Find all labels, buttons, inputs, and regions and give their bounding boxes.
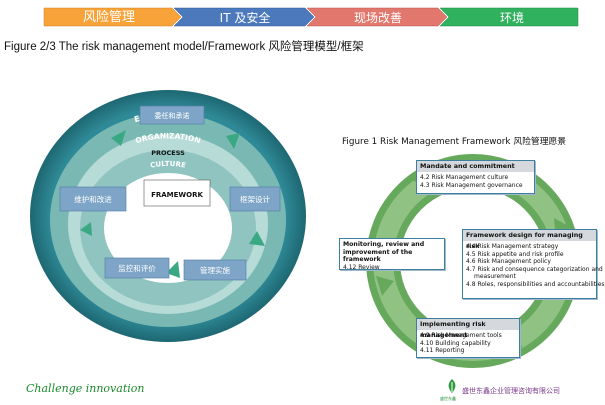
tab-environment[interactable]: 环境 — [499, 11, 524, 25]
cycle-arrow-left — [376, 276, 394, 296]
box-monitoring-item: 4.12 Review — [343, 263, 380, 271]
box-implementing-item: 4.11 Reporting — [420, 347, 465, 355]
tab-shape-it[interactable] — [173, 7, 315, 27]
step-improvement: 维护和改进 — [59, 186, 127, 212]
box-implementing-item: 4.10 Building capability — [420, 339, 491, 347]
logo-caption: 盛世东鑫 — [440, 396, 456, 401]
svg-text:监控和评价: 监控和评价 — [118, 263, 156, 273]
label-culture: CULTURE — [150, 160, 187, 170]
arrow-top-right — [226, 133, 240, 149]
box-design-item: measurement — [474, 273, 516, 281]
company-logo-icon — [448, 379, 456, 393]
box-implementing: Implementing risk management 4.9 Risk Ma… — [416, 318, 520, 358]
box-mandate-title: Mandate and commitment — [417, 161, 534, 172]
box-mandate-item: 4.3 Risk Management governance — [420, 181, 523, 189]
label-process: PROCESS — [151, 149, 185, 157]
box-implementing-title: Implementing risk management — [417, 319, 519, 339]
box-design-item: 4.5 Risk appetite and risk profile — [466, 250, 564, 258]
box-design-item: 4.6 Risk Management policy — [466, 258, 551, 266]
tab-it-security[interactable]: IT 及安全 — [219, 11, 271, 25]
box-design-title: Framework design for managing risk — [463, 230, 596, 250]
box-mandate-item: 4.2 Risk Management culture — [420, 174, 509, 181]
top-tab-bar: 风险管理 IT 及安全 现场改善 环境 — [0, 0, 600, 32]
svg-text:维护和改进: 维护和改进 — [74, 194, 112, 204]
arrow-left — [80, 222, 92, 236]
step-mandate: 委任和承诺 — [139, 105, 205, 125]
right-figure-title: Figure 1 Risk Management Framework 风险管理愿… — [342, 137, 567, 147]
arrow-bottom — [166, 261, 180, 278]
tab-shape-risk[interactable] — [43, 7, 182, 27]
framework-box: FRAMEWORK — [143, 179, 211, 207]
svg-text:框架设计: 框架设计 — [240, 194, 270, 204]
svg-text:FRAMEWORK: FRAMEWORK — [151, 191, 203, 199]
box-design-item: 4.7 Risk and consequence categorization … — [466, 265, 603, 273]
tab-site-improvement[interactable]: 现场改善 — [353, 11, 402, 25]
box-mandate: Mandate and commitment 4.2 Risk Manageme… — [416, 160, 535, 194]
box-monitoring-title: improvement of the framework — [343, 248, 413, 264]
tab-shapes — [43, 7, 579, 27]
label-organization: ORGANIZATION — [134, 131, 201, 145]
step-framework-design: 框架设计 — [229, 186, 281, 212]
risk-management-model-diagram: ENVIRONMENT ORGANIZATION CULTURE PROCESS… — [30, 90, 306, 342]
arrow-right — [249, 231, 265, 246]
box-design-item: 4.4 Risk Management strategy — [466, 243, 559, 250]
tab-shape-site[interactable] — [306, 7, 448, 27]
step-monitoring: 监控和评价 — [104, 257, 170, 279]
box-design-item: 4.8 Roles, responsibilities and accounta… — [466, 280, 605, 288]
tab-shape-env[interactable] — [439, 7, 579, 27]
svg-text:管理实施: 管理实施 — [200, 265, 230, 275]
tab-risk-management[interactable]: 风险管理 — [82, 10, 135, 25]
step-implementation: 管理实施 — [183, 259, 247, 281]
figure-title: Figure 2/3 The risk management model/Fra… — [4, 41, 364, 53]
arrow-top-left — [111, 130, 126, 146]
footer-slogan: Challenge innovation — [26, 382, 145, 395]
box-implementing-item: 4.9 Risk Management tools — [420, 332, 516, 340]
svg-text:委任和承诺: 委任和承诺 — [155, 111, 190, 120]
footer-company: 盛世东鑫企业管理咨询有限公司 — [462, 387, 560, 395]
box-design: Framework design for managing risk 4.4 R… — [462, 229, 605, 299]
box-monitoring-title: Monitoring, review and — [343, 241, 425, 248]
box-monitoring: Monitoring, review and improvement of th… — [339, 238, 445, 271]
